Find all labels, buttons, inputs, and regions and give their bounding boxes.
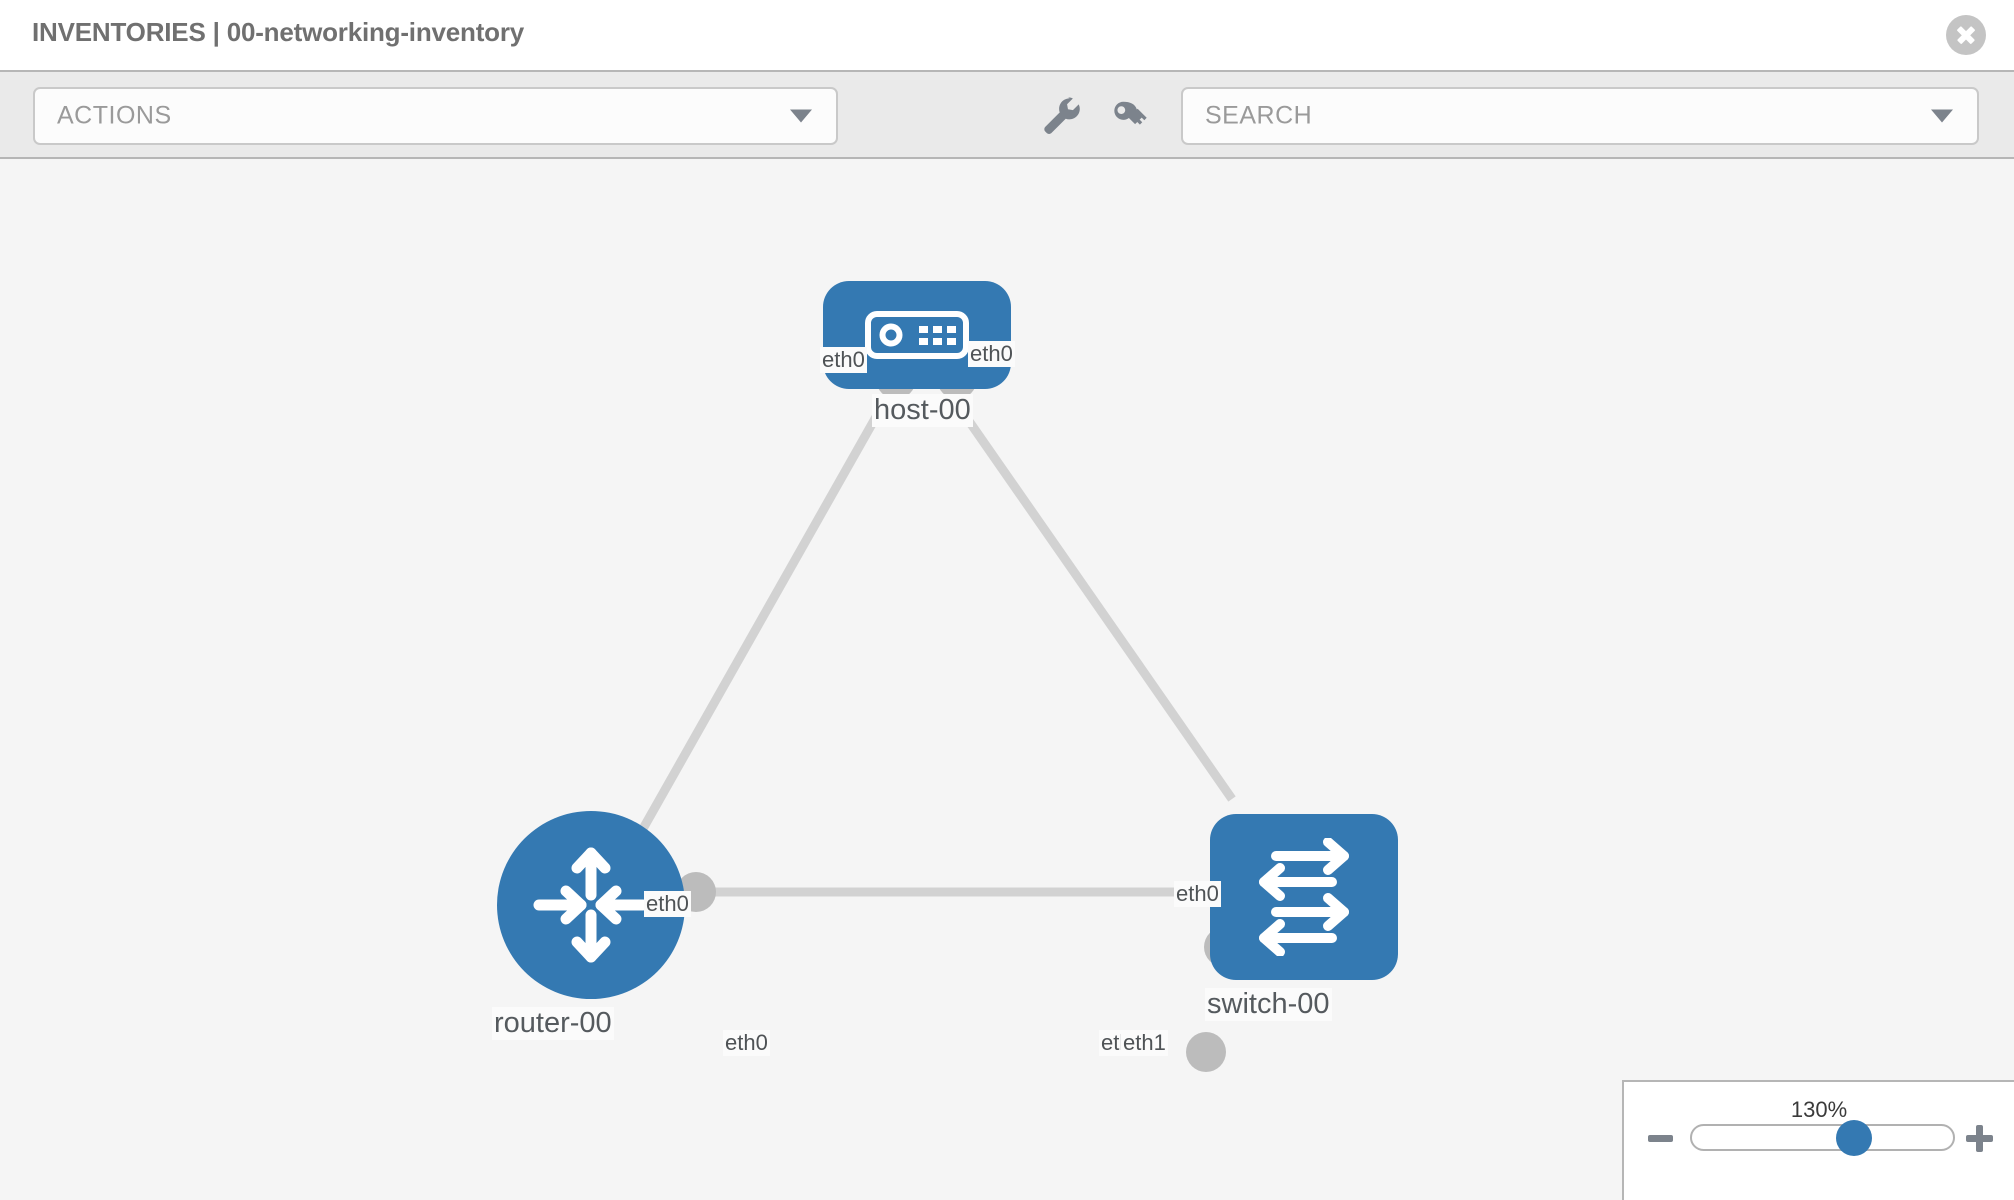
zoom-slider-thumb[interactable] xyxy=(1835,1119,1872,1156)
key-icon[interactable] xyxy=(1108,94,1152,138)
search-placeholder: SEARCH xyxy=(1205,101,1313,130)
zoom-control-panel: 130% xyxy=(1622,1080,2014,1200)
chevron-down-icon xyxy=(790,109,812,123)
page-header: INVENTORIES | 00-networking-inventory xyxy=(0,0,2014,70)
zoom-slider-track[interactable] xyxy=(1690,1119,1955,1156)
minus-icon[interactable] xyxy=(1648,1135,1673,1142)
router-node-shape[interactable] xyxy=(497,811,685,999)
plus-icon[interactable] xyxy=(1966,1125,1993,1152)
server-icon xyxy=(865,311,969,359)
router-arrows-icon xyxy=(533,847,649,963)
actions-dropdown-label: ACTIONS xyxy=(57,101,172,130)
topology-links xyxy=(636,398,1236,897)
chevron-down-icon xyxy=(1931,109,1953,123)
host-node-shape[interactable] xyxy=(823,281,1011,389)
wrench-icon[interactable] xyxy=(1040,94,1084,138)
actions-dropdown[interactable]: ACTIONS xyxy=(33,87,838,145)
topology-canvas[interactable]: host-00 xyxy=(0,159,2014,1200)
search-input[interactable]: SEARCH xyxy=(1181,87,1979,145)
zoom-level-value: 130% xyxy=(1790,1097,1848,1122)
switch-node-shape[interactable] xyxy=(1210,814,1398,980)
page-title: INVENTORIES | 00-networking-inventory xyxy=(32,17,525,47)
port-switch-left[interactable] xyxy=(1186,1032,1226,1072)
toolbar: ACTIONS SEARCH xyxy=(0,70,2014,159)
close-icon[interactable] xyxy=(1946,15,1986,55)
switch-arrows-icon xyxy=(1259,838,1349,956)
